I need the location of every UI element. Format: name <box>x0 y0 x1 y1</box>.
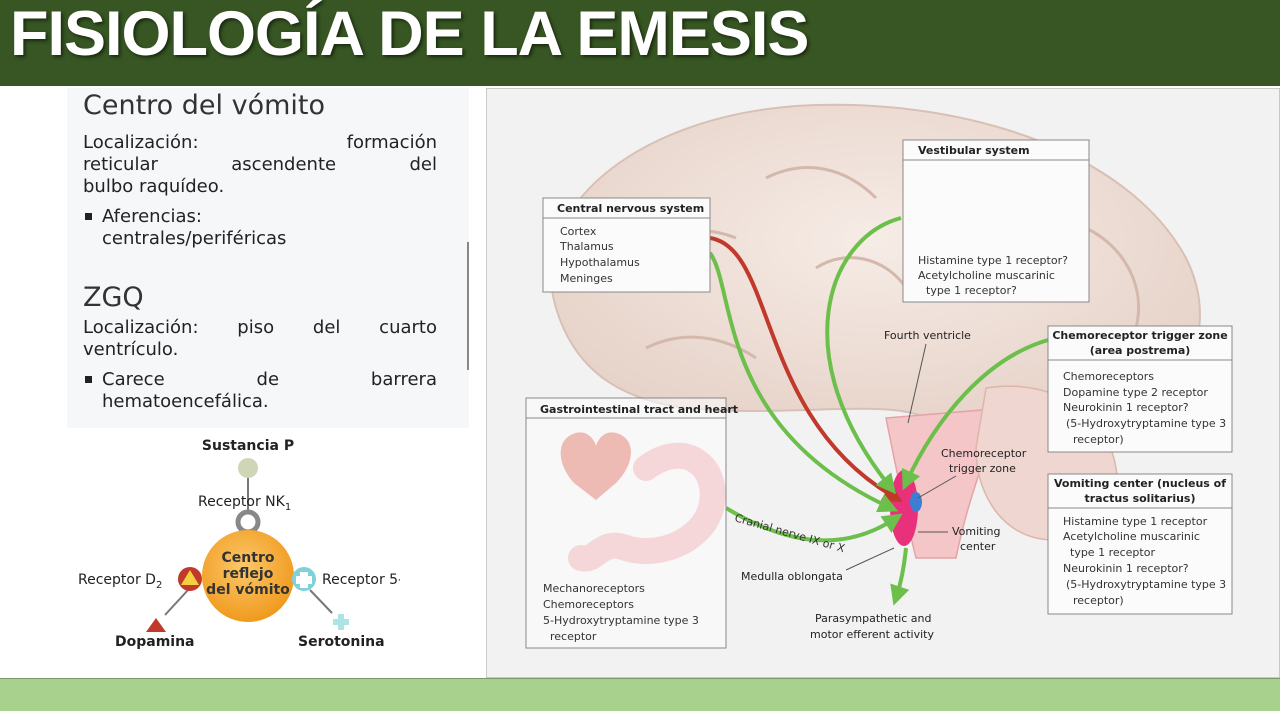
ctz-line: receptor) <box>1073 433 1124 446</box>
fourth-ventricle-leader <box>907 343 927 424</box>
gi-line: receptor <box>550 630 597 643</box>
ctz-arrow <box>901 338 1049 491</box>
vc-title-1: Vomiting center (nucleus of <box>1054 477 1226 490</box>
centro-loc-line-2: reticular ascendente del <box>83 154 437 175</box>
ctz-title-2: (area postrema) <box>1090 344 1191 357</box>
ctz-leader <box>917 475 957 499</box>
gi-title: Gastrointestinal tract and heart <box>540 403 738 416</box>
cns-item: Hypothalamus <box>560 256 640 269</box>
efferent-arrow <box>890 547 910 606</box>
vc-line: Acetylcholine muscarinic <box>1063 530 1200 543</box>
d2-triangle-icon <box>181 570 199 585</box>
vc-title-2: tractus solitarius) <box>1084 492 1195 505</box>
vestibular-line: type 1 receptor? <box>926 284 1017 297</box>
vc-label-2: center <box>960 540 996 553</box>
ctz-line: Neurokinin 1 receptor? <box>1063 401 1189 414</box>
vomiting-center-box: Vomiting center (nucleus of tractus soli… <box>1047 473 1233 615</box>
barrera-line-1: Carece de barrera <box>102 369 437 390</box>
cns-red-arrow <box>709 236 903 502</box>
aferencias-line-1: Aferencias: <box>102 206 202 227</box>
title-bar: FISIOLOGÍA DE LA EMESIS <box>0 0 1280 86</box>
zgq-loc-line-1: Localización: piso del cuarto <box>83 317 437 338</box>
fourth-ventricle-label: Fourth ventricle <box>884 329 971 342</box>
sustancia-p-label: Sustancia P <box>202 438 294 454</box>
cns-item: Meninges <box>560 272 613 285</box>
ctz-title-1: Chemoreceptor trigger zone <box>1052 329 1227 342</box>
dopamina-label: Dopamina <box>115 634 195 650</box>
vc-label-1: Vomiting <box>952 525 1001 538</box>
cns-item: Thalamus <box>559 240 614 253</box>
receptor-diagram: Centro reflejo del vómito Sustancia P Re… <box>78 438 400 650</box>
gi-arrow <box>724 506 903 543</box>
gi-box: Gastrointestinal tract and heart Mechano… <box>525 397 738 649</box>
vc-line: receptor) <box>1073 594 1124 607</box>
cns-box: Central nervous system Cortex Thalamus H… <box>542 197 711 293</box>
cns-green-arrow <box>708 251 899 513</box>
centro-heading: Centro del vómito <box>83 90 326 121</box>
cns-title: Central nervous system <box>557 202 704 215</box>
efferent-label-2: motor efferent activity <box>810 628 934 641</box>
gi-line: 5-Hydroxytryptamine type 3 <box>543 614 699 627</box>
vc-line: (5-Hydroxytryptamine type 3 <box>1066 578 1226 591</box>
ctz-line: (5-Hydroxytryptamine type 3 <box>1066 417 1226 430</box>
center-line-1: Centro <box>222 550 275 566</box>
centro-loc-line-3: bulbo raquídeo. <box>83 176 225 197</box>
ctz-line: Dopamine type 2 receptor <box>1063 386 1208 399</box>
aferencias-line-2: centrales/periféricas <box>102 228 287 249</box>
serotonina-ligand-icon <box>333 614 349 630</box>
5ht3-cross-icon <box>296 572 312 588</box>
medulla-label: Medulla oblongata <box>741 570 843 583</box>
ctz-box: Chemoreceptor trigger zone (area postrem… <box>1047 325 1233 453</box>
centro-reflejo-orb <box>202 530 294 622</box>
slide-title: FISIOLOGÍA DE LA EMESIS <box>10 0 809 69</box>
sustancia-p-ligand-icon <box>238 458 258 478</box>
vestibular-arrow <box>825 216 902 495</box>
vc-line: type 1 receptor <box>1070 546 1155 559</box>
nk1-label: Receptor NK1 <box>198 494 291 513</box>
nk1-receptor-icon <box>235 509 261 535</box>
emesis-physiology-diagram: Central nervous system Cortex Thalamus H… <box>486 88 1280 678</box>
left-connector <box>164 589 189 616</box>
vestibular-box: Vestibular system Histamine type 1 recep… <box>902 139 1090 303</box>
vestibular-title: Vestibular system <box>918 144 1030 157</box>
center-line-3: del vómito <box>206 582 290 598</box>
d2-label: Receptor D2 <box>78 572 162 591</box>
ctz-label-2: trigger zone <box>949 462 1016 475</box>
vc-line: Neurokinin 1 receptor? <box>1063 562 1189 575</box>
right-connector <box>309 589 333 614</box>
divider-line <box>467 242 469 370</box>
zgq-loc-line-2: ventrículo. <box>83 339 179 360</box>
zgq-heading: ZGQ <box>83 282 144 313</box>
bullet-square-icon <box>85 213 92 220</box>
ctz-label-1: Chemoreceptor <box>941 447 1027 460</box>
center-line-2: reflejo <box>223 566 274 582</box>
barrera-line-2: hematoencefálica. <box>102 391 269 412</box>
bottom-bar <box>0 678 1280 711</box>
serotonina-label: Serotonina <box>298 634 385 650</box>
5ht3-label: Receptor 5-HT3 <box>322 572 400 591</box>
gi-line: Mechanoreceptors <box>543 582 645 595</box>
centro-loc-line-1: Localización: formación <box>83 132 437 153</box>
bullet-square-icon <box>85 376 92 383</box>
bullet-barrera: Carece de barrera hematoencefálica. <box>83 369 437 413</box>
dopamina-ligand-icon <box>146 618 166 632</box>
vestibular-line: Histamine type 1 receptor? <box>918 254 1068 267</box>
efferent-label-1: Parasympathetic and <box>815 612 931 625</box>
vc-line: Histamine type 1 receptor <box>1063 515 1208 528</box>
ctz-line: Chemoreceptors <box>1063 370 1154 383</box>
cns-item: Cortex <box>560 225 597 238</box>
medulla-leader <box>845 547 895 571</box>
gi-line: Chemoreceptors <box>543 598 634 611</box>
text-panel: Centro del vómito Localización: formació… <box>67 88 469 428</box>
bullet-aferencias: Aferencias: centrales/periféricas <box>83 206 437 250</box>
ctz-icon <box>910 492 922 512</box>
vestibular-line: Acetylcholine muscarinic <box>918 269 1055 282</box>
